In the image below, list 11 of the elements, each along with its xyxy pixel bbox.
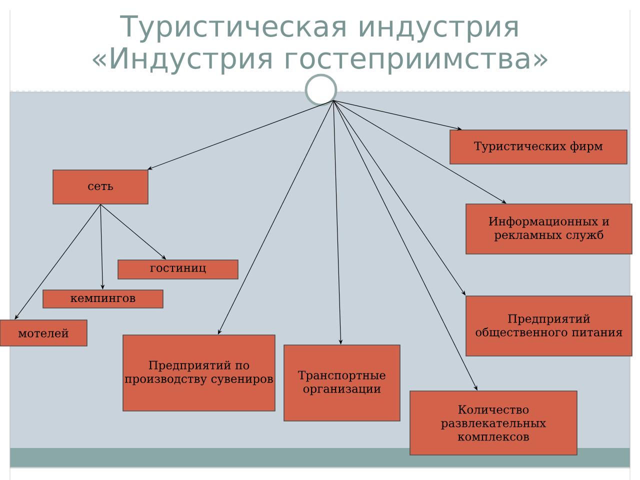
category-box: сеть bbox=[52, 170, 148, 204]
category-box: мотелей bbox=[0, 320, 88, 346]
category-box: Информационных и рекламных служб bbox=[466, 204, 632, 254]
category-box: Предприятий по производству сувениров bbox=[122, 334, 276, 412]
category-box: Туристических фирм bbox=[450, 130, 628, 164]
title: Туристическая индустрия «Индустрия гостеприимства» bbox=[92, 15, 548, 75]
category-box: Количество развлекательных комплексов bbox=[410, 390, 578, 456]
category-box: Транспортные организации bbox=[284, 344, 400, 422]
category-box: гостиниц bbox=[118, 260, 238, 280]
category-box: кемпингов bbox=[42, 290, 164, 308]
category-box: Предприятий общественного питания bbox=[466, 296, 632, 356]
